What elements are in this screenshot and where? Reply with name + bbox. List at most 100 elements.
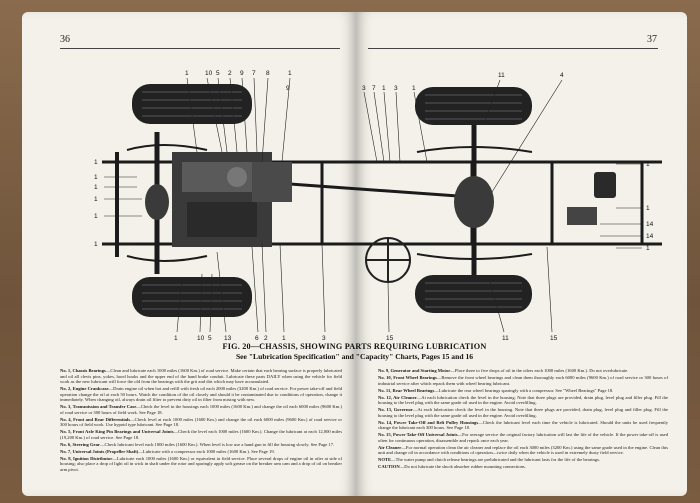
rear-right-tire xyxy=(415,275,532,313)
note-title: Air Cleaner xyxy=(378,444,402,450)
header-rule-right xyxy=(368,48,658,49)
lubrication-note: Air Cleaner—For normal operation clean t… xyxy=(378,445,668,456)
note-title: NOTE xyxy=(378,457,392,462)
callout-number: 1 xyxy=(94,241,98,248)
lubrication-note: No. 7, Universal Joints (Propeller Shaft… xyxy=(60,449,342,455)
note-title: No. 10, Front Wheel Bearings xyxy=(378,375,437,380)
lubrication-note: No. 12, Air Cleaner—At each lubrication … xyxy=(378,395,668,406)
callout-number: 3 xyxy=(394,85,398,92)
callout-number: 15 xyxy=(550,335,558,342)
callout-number: 14 xyxy=(646,221,654,228)
note-text: —Clean and lubricate each 1000 miles (16… xyxy=(60,368,342,384)
note-title: No. 11, Rear Wheel Bearings xyxy=(378,387,435,393)
callout-number: 1 xyxy=(94,196,98,203)
lubrication-note: No. 11, Rear Wheel Bearings—Lubricate th… xyxy=(378,388,668,394)
front-left-tire xyxy=(132,84,252,124)
callout-number: 1 xyxy=(94,184,98,191)
lubrication-note: No. 10, Front Wheel Bearings—Remove the … xyxy=(378,375,668,386)
lubrication-note: No. 8, Ignition Distributor—Lubricate ea… xyxy=(60,456,342,473)
steering-wheel xyxy=(365,237,411,283)
note-title: No. 15, Power Take-Off Universal Joints xyxy=(378,432,458,437)
figure-caption: FIG. 20—CHASSIS, SHOWING PARTS REQUIRING… xyxy=(22,342,687,361)
note-title: No. 5, Front Axle King Pin Bearings and … xyxy=(60,429,174,434)
callout-number: 9 xyxy=(240,70,244,77)
chassis-diagram: 1105297819371311141105136213151115111111… xyxy=(94,70,662,342)
belt-pulley-housing xyxy=(567,207,597,225)
open-manual: 3 6 No. 1, Chassis Bearings—Clean and lub… xyxy=(22,12,687,496)
note-title: No. 2, Engine Crankcase xyxy=(60,386,109,391)
callout-number: 5 xyxy=(216,70,220,77)
callout-number: 14 xyxy=(646,233,654,240)
callout-number: 7 xyxy=(252,70,256,77)
figure-caption-subtitle: See "Lubrication Specification" and "Cap… xyxy=(235,352,474,361)
note-text: —Remove the front wheel bearings and cle… xyxy=(378,375,668,386)
note-text: —The water pump and clutch release beari… xyxy=(391,457,601,462)
note-text: —Check the level each 1000 miles (1600 K… xyxy=(60,429,342,440)
note-text: —Check lubricant level each 1000 miles (… xyxy=(99,441,335,447)
callout-number: 1 xyxy=(185,70,189,77)
air-cleaner xyxy=(594,172,616,198)
lubrication-note: No. 15, Power Take-Off Universal Joints—… xyxy=(378,432,668,443)
callout-number: 9 xyxy=(286,85,290,92)
callout-number: 6 xyxy=(255,335,259,342)
lubrication-note: No. 9, Generator and Starting Motor—Plac… xyxy=(378,368,668,374)
rear-left-tire xyxy=(415,87,532,125)
callout-number: 5 xyxy=(208,335,212,342)
tire-treads xyxy=(142,91,522,310)
callout-number: 3 xyxy=(362,85,366,92)
callout-leaders xyxy=(104,77,642,333)
note-text: —Place three to five drops of oil in the… xyxy=(450,368,629,373)
note-text: —Check the lubricant level each time the… xyxy=(378,419,668,431)
lubrication-note: CAUTION—Do not lubricate the shock absor… xyxy=(378,464,668,470)
lubrication-note: No. 14, Power Take-Off and Belt Pulley H… xyxy=(378,420,668,431)
note-title: No. 9, Generator and Starting Motor xyxy=(378,368,451,373)
callout-number: 1 xyxy=(174,335,178,342)
callout-number: 1 xyxy=(646,161,650,168)
callout-number: 1 xyxy=(382,85,386,92)
callout-number: 2 xyxy=(228,70,232,77)
note-text: —For normal operation clean the air clea… xyxy=(378,444,669,456)
rear-differential xyxy=(454,176,494,228)
note-text: —Lubricate the rear wheel bearings spari… xyxy=(434,387,614,393)
note-title: No. 3, Transmission and Transfer Case xyxy=(60,404,137,409)
lubrication-note: No. 4, Front and Rear Differentials—Chec… xyxy=(60,417,342,428)
note-text: —Lubricate with a compressor each 1000 m… xyxy=(138,448,275,454)
callout-number: 1 xyxy=(288,70,292,77)
note-text: —Check level at each 1000 miles (1600 Km… xyxy=(60,416,342,428)
callout-number: 11 xyxy=(498,72,505,79)
note-text: —Lubricate each 1000 miles (1600 Km.) or… xyxy=(60,455,342,472)
callout-number: 1 xyxy=(94,174,98,181)
note-title: No. 12, Air Cleaner xyxy=(378,394,417,400)
callout-number: 15 xyxy=(386,335,394,342)
note-title: No. 14, Power Take-Off and Belt Pulley H… xyxy=(378,419,479,425)
header-rule-left xyxy=(60,48,340,49)
engine-block xyxy=(172,152,292,247)
lubrication-notes-left: No. 1, Chassis Bearings—Clean and lubric… xyxy=(60,368,342,474)
front-differential xyxy=(145,184,169,220)
note-text: —For average service the original factor… xyxy=(378,432,668,443)
callout-number: 2 xyxy=(264,335,268,342)
note-text: —At each lubrication check the level in … xyxy=(378,407,668,418)
note-title: No. 13, Governor xyxy=(378,407,413,412)
lubrication-note: No. 6, Steering Gear—Check lubricant lev… xyxy=(60,442,342,448)
callout-number: 10 xyxy=(205,70,213,77)
note-text: —Drain engine oil when hot and refill wi… xyxy=(60,386,343,402)
tires xyxy=(132,84,532,317)
note-text: —Do not lubricate the shock absorber rub… xyxy=(399,464,526,469)
callout-number: 4 xyxy=(560,72,564,79)
figure-caption-title: FIG. 20—CHASSIS, SHOWING PARTS REQUIRING… xyxy=(222,342,487,351)
lubrication-note: No. 3, Transmission and Transfer Case—Ch… xyxy=(60,404,342,415)
callout-number: 1 xyxy=(94,213,98,220)
note-title: No. 4, Front and Rear Differentials xyxy=(60,416,130,422)
note-title: No. 7, Universal Joints (Propeller Shaft… xyxy=(60,448,139,454)
page-number-right: 37 xyxy=(647,34,657,45)
callout-number: 1 xyxy=(646,205,650,212)
callout-number: 1 xyxy=(94,159,98,166)
callout-number: 13 xyxy=(224,335,232,342)
callout-number: 10 xyxy=(197,335,205,342)
callout-number: 1 xyxy=(646,245,650,252)
note-text: —At each lubrication check the level in … xyxy=(378,394,669,406)
callout-number: 1 xyxy=(412,85,416,92)
note-text: —Check the level in the housings each 10… xyxy=(60,404,342,415)
